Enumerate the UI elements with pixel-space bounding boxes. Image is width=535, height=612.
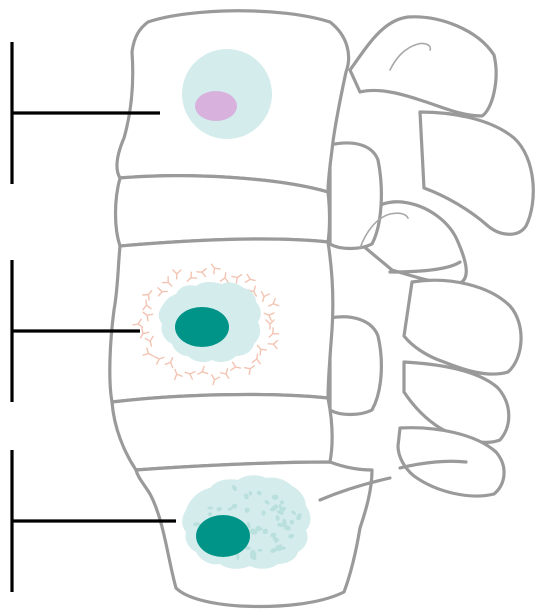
intervertebral-disc-upper	[116, 176, 330, 246]
lesion-bottom-nucleus	[196, 515, 250, 557]
posterior-processes	[330, 17, 533, 496]
intervertebral-disc-lower	[112, 395, 332, 470]
lesion-top	[182, 49, 272, 139]
pedicle-top	[330, 143, 381, 249]
spinous-process-middle	[404, 280, 521, 374]
speckle-dot	[207, 507, 213, 510]
lesion-middle-nucleus	[175, 307, 229, 347]
pedicle-middle	[330, 317, 381, 415]
speckle-dot	[236, 553, 239, 560]
lesion-top-nucleus	[195, 91, 237, 121]
articular-process-top	[350, 17, 496, 116]
